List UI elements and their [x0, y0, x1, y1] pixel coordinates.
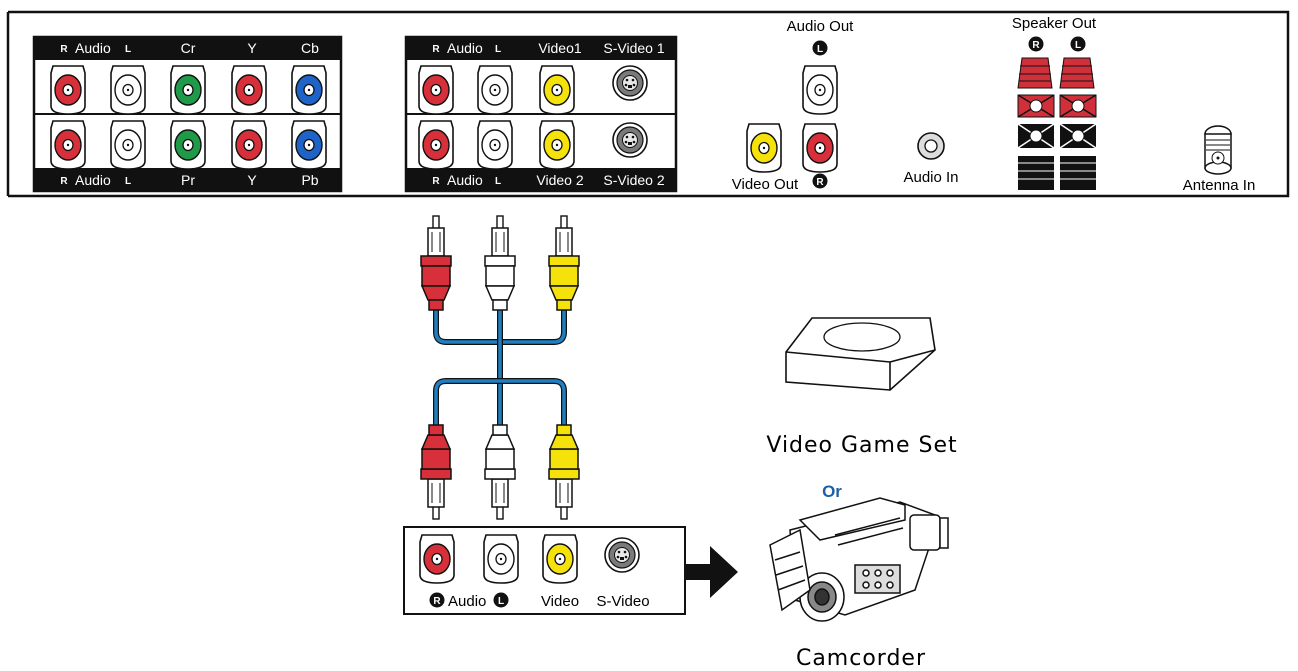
jack-video1[interactable] — [539, 65, 575, 115]
av-badge-l-top: L — [495, 44, 501, 55]
plug-yellow-top — [548, 215, 580, 311]
av-jack-r-bottom[interactable] — [418, 120, 454, 170]
label-audio-top: Audio — [75, 40, 111, 56]
speaker-out-section: Speaker Out R L — [1012, 15, 1097, 190]
badge-r-top: R — [56, 40, 72, 56]
jack-cr[interactable] — [170, 65, 206, 115]
av-badge-r-top: R — [432, 44, 440, 55]
av-label-audio-top: Audio — [447, 40, 483, 56]
speaker-badge-l: L — [1075, 40, 1081, 51]
device-jack-audio-r[interactable] — [419, 534, 455, 584]
device-badge-l: L — [498, 596, 504, 607]
label-audio-out: Audio Out — [787, 18, 855, 35]
label-audio-in: Audio In — [903, 169, 958, 186]
camcorder-icon — [769, 497, 949, 622]
label-audio-bottom: Audio — [75, 172, 111, 188]
device-label-video: Video — [541, 593, 579, 610]
label-pr: Pr — [181, 172, 195, 188]
jack-audio-r-bottom[interactable] — [50, 120, 86, 170]
badge-l-top: L — [125, 44, 131, 55]
tv-back-panel — [6, 10, 1290, 198]
label-svideo1: S-Video 1 — [603, 40, 664, 56]
label-video-game-set: Video Game Set — [766, 433, 957, 458]
jack-svideo2[interactable] — [612, 122, 648, 158]
label-pb: Pb — [301, 172, 318, 188]
jack-pb[interactable] — [291, 120, 327, 170]
component-input-block: R Audio L Cr Y Cb R Audio L Pr Y Pb — [32, 35, 343, 193]
jack-video-out[interactable] — [746, 123, 782, 173]
av-input-block: R Audio L Video1 S-Video 1 R Audio L Vid… — [404, 35, 678, 193]
av-badge-l-bottom: L — [495, 176, 501, 187]
plug-white-top — [484, 215, 516, 311]
av-jack-r-top[interactable] — [418, 65, 454, 115]
audio-in-section: Audio In — [903, 132, 959, 186]
svg-text:R: R — [60, 44, 68, 55]
speaker-terminal-r[interactable] — [1017, 57, 1055, 190]
device-jack-svideo[interactable] — [604, 537, 640, 573]
audio-out-badge-r: R — [816, 177, 824, 188]
label-speaker-out: Speaker Out — [1012, 15, 1097, 32]
label-cb: Cb — [301, 40, 319, 56]
device-jack-audio-l[interactable] — [483, 534, 519, 584]
plug-yellow-bottom — [548, 424, 580, 520]
av-jack-l-top[interactable] — [477, 65, 513, 115]
label-video1: Video1 — [538, 40, 582, 56]
jack-audio-out-r[interactable] — [802, 123, 838, 173]
label-cr: Cr — [181, 40, 196, 56]
av-jack-l-bottom[interactable] — [477, 120, 513, 170]
device-jack-video[interactable] — [542, 534, 578, 584]
label-y-top: Y — [247, 40, 257, 56]
badge-l-bottom: L — [125, 176, 131, 187]
arrow-right-icon — [685, 546, 738, 598]
jack-audio-l-bottom[interactable] — [110, 120, 146, 170]
jack-y-top[interactable] — [231, 65, 267, 115]
device-label-audio: Audio — [448, 593, 486, 610]
av-label-audio-bottom: Audio — [447, 172, 483, 188]
av-badge-r-bottom: R — [432, 176, 440, 187]
device-badge-r: R — [433, 596, 441, 607]
plug-red-bottom — [420, 424, 452, 520]
jack-svideo1[interactable] — [612, 65, 648, 101]
device-output-panel: R Audio L Video S-Video — [403, 526, 686, 615]
antenna-section: Antenna In — [1183, 125, 1256, 194]
speaker-terminal-l[interactable] — [1059, 57, 1097, 190]
game-console-icon — [785, 317, 936, 391]
jack-antenna-in[interactable] — [1204, 125, 1232, 175]
label-camcorder: Camcorder — [796, 646, 926, 671]
jack-y-bottom[interactable] — [231, 120, 267, 170]
plug-white-bottom — [484, 424, 516, 520]
speaker-badge-r: R — [1032, 40, 1040, 51]
jack-audio-in[interactable] — [917, 132, 945, 160]
av-cable — [420, 215, 580, 520]
jack-pr[interactable] — [170, 120, 206, 170]
jack-video2[interactable] — [539, 120, 575, 170]
label-or: Or — [822, 482, 842, 501]
jack-cb[interactable] — [291, 65, 327, 115]
badge-r-bottom: R — [60, 176, 68, 187]
jack-audio-r-top[interactable] — [50, 65, 86, 115]
label-svideo2: S-Video 2 — [603, 172, 664, 188]
label-antenna-in: Antenna In — [1183, 177, 1256, 194]
jack-audio-l-top[interactable] — [110, 65, 146, 115]
plug-red-top — [420, 215, 452, 311]
label-video2: Video 2 — [536, 172, 583, 188]
audio-video-out-section: Audio Out L Video Out R — [732, 18, 854, 193]
jack-audio-out-l[interactable] — [802, 65, 838, 115]
device-label-svideo: S-Video — [596, 593, 649, 610]
label-y-bottom: Y — [247, 172, 257, 188]
label-video-out: Video Out — [732, 176, 799, 193]
audio-out-badge-l: L — [817, 44, 823, 55]
